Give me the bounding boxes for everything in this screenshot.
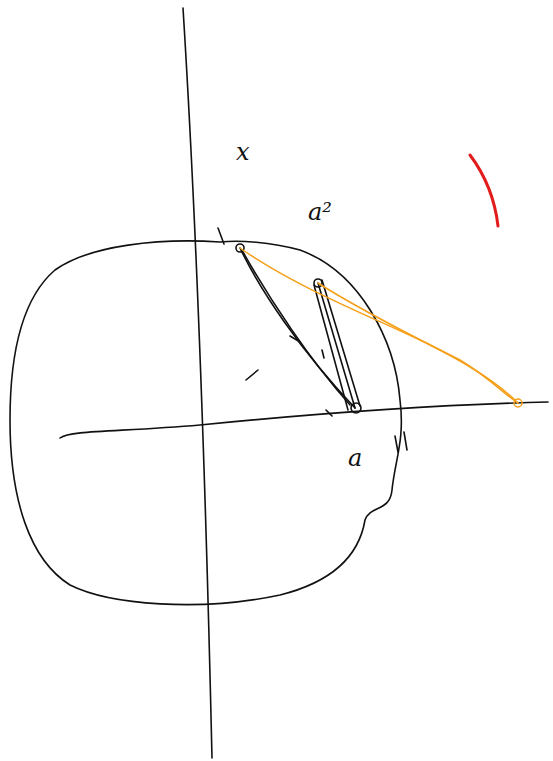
math-label: a [348,446,362,470]
vertical-axis [183,8,212,758]
math-label: a² [308,200,332,224]
chord [314,280,360,410]
secant-line [318,283,518,403]
red-stroke [470,155,498,226]
horizontal-axis [60,402,548,438]
region-outline [10,241,401,605]
chord [243,252,350,405]
point [514,399,522,407]
tick-mark [395,432,407,452]
math-label: x [236,140,250,164]
secant-line [240,248,518,403]
tick-mark [218,228,224,244]
point [351,403,361,413]
mark [246,336,332,416]
chord [240,248,355,408]
